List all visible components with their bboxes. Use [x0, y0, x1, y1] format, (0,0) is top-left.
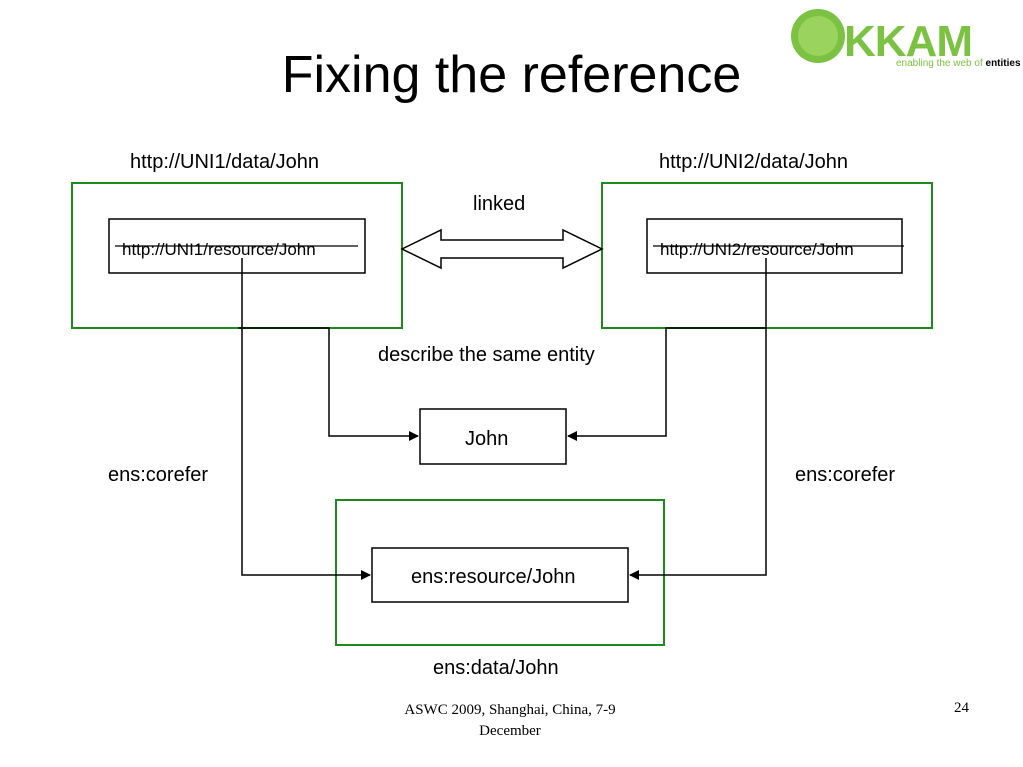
logo-tagline-suffix: entities [985, 58, 1021, 69]
linked-double-arrow [400, 228, 604, 270]
corefer-left-label: ens:corefer [108, 464, 209, 486]
logo-tagline-prefix: enabling the web of [896, 58, 983, 69]
ens-resource-label: ens:resource/John [411, 566, 576, 588]
entity-box [419, 408, 567, 465]
left-data-box [71, 182, 403, 329]
ens-data-box [335, 499, 665, 646]
linked-label: linked [473, 193, 526, 215]
right-data-label: http://UNI2/data/John [659, 151, 849, 173]
left-corefer-connector [241, 258, 371, 580]
kkam-logo: KKAM enabling the web of entities [788, 6, 1021, 76]
left-resource-label: http://UNI1/resource/John [122, 240, 316, 259]
right-corefer-connector [629, 258, 767, 580]
page-number: 24 [954, 700, 969, 716]
footer-conference: ASWC 2009, Shanghai, China, 7-9 December [360, 700, 660, 742]
ens-data-label: ens:data/John [433, 657, 559, 679]
left-same-entity-connector [238, 327, 419, 441]
corefer-right-label: ens:corefer [795, 464, 896, 486]
ens-resource-box [371, 547, 629, 603]
right-data-box [601, 182, 933, 329]
logo-wordmark: KKAM [844, 17, 972, 66]
right-resource-label: http://UNI2/resource/John [660, 240, 854, 259]
left-data-label: http://UNI1/data/John [130, 151, 320, 173]
footer-line2: December [479, 723, 541, 739]
logo-graphic: KKAM [791, 9, 973, 66]
footer-line1: ASWC 2009, Shanghai, China, 7-9 [404, 702, 616, 718]
slide-title: Fixing the reference [281, 46, 742, 104]
same-entity-label: describe the same entity [378, 344, 595, 366]
right-same-entity-connector [567, 327, 766, 441]
entity-label: John [465, 428, 509, 450]
logo-tagline: enabling the web of entities [896, 58, 1021, 69]
